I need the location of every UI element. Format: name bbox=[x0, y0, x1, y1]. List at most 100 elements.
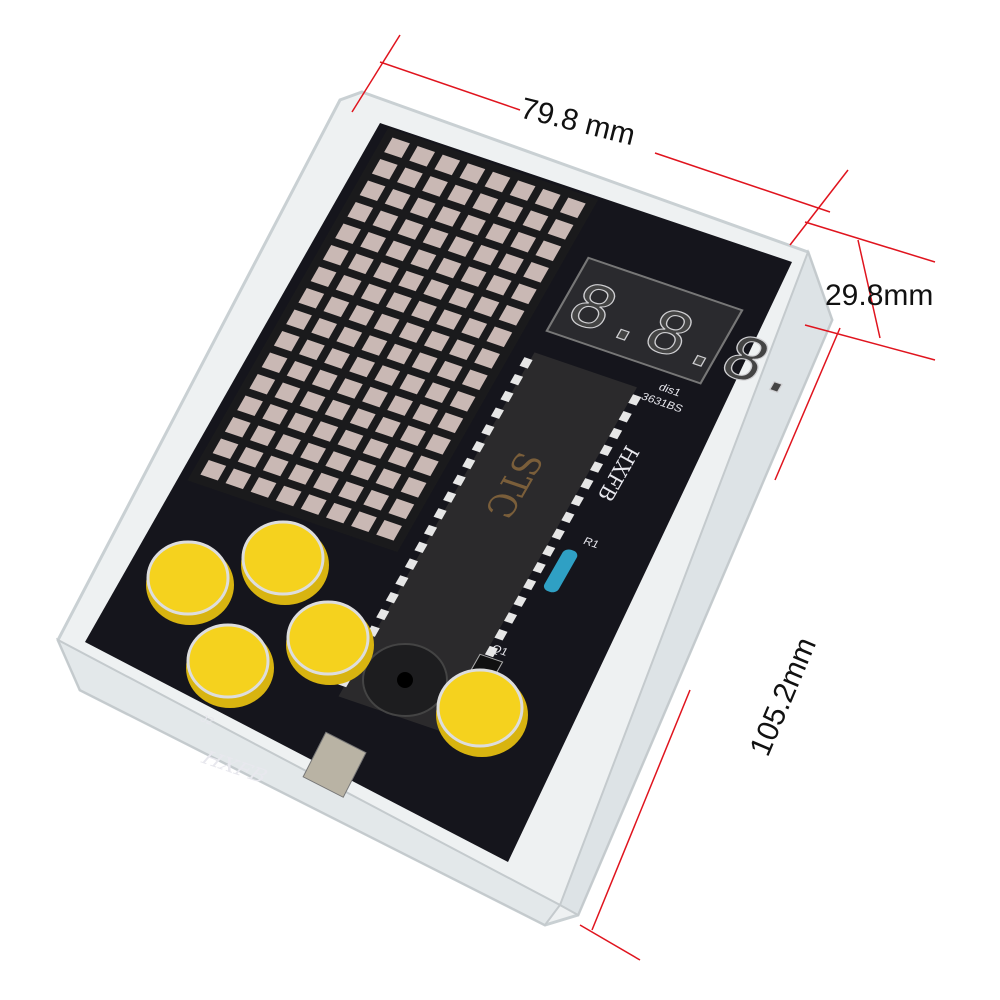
led-dot bbox=[373, 262, 399, 283]
led-dot bbox=[311, 369, 338, 391]
led-dot bbox=[286, 309, 312, 331]
button-down[interactable] bbox=[186, 623, 274, 708]
seven-segment-display bbox=[545, 256, 744, 385]
led-dot bbox=[313, 472, 339, 494]
led-dot bbox=[423, 330, 450, 352]
led-dot bbox=[398, 270, 424, 292]
led-dot bbox=[360, 283, 387, 305]
chip-pin bbox=[490, 407, 504, 419]
led-dot bbox=[250, 477, 277, 498]
chip-pin bbox=[452, 474, 466, 486]
led-dot bbox=[534, 188, 561, 210]
chip-pin bbox=[503, 612, 518, 624]
led-dot bbox=[434, 206, 461, 227]
chip-pin bbox=[589, 461, 604, 473]
led-dot bbox=[397, 219, 424, 240]
transistor-ref-label: Q1 bbox=[489, 643, 510, 658]
button-action[interactable] bbox=[436, 668, 528, 757]
led-dot bbox=[362, 438, 389, 459]
dimension-lines bbox=[351, 34, 936, 961]
led-dot bbox=[336, 378, 363, 399]
led-dot bbox=[510, 231, 537, 253]
button-right[interactable] bbox=[286, 600, 374, 685]
led-dot bbox=[434, 154, 461, 176]
chip-pin bbox=[385, 591, 399, 604]
led-dot bbox=[485, 223, 511, 244]
led-dot bbox=[298, 287, 325, 309]
chip-pin bbox=[500, 390, 514, 403]
led-dot bbox=[422, 176, 448, 197]
chip-pin bbox=[519, 357, 533, 369]
led-dot bbox=[261, 352, 288, 374]
chip-pin bbox=[570, 494, 584, 507]
microcontroller-chip bbox=[338, 352, 637, 732]
led-dot bbox=[348, 305, 375, 326]
chip-pin bbox=[414, 541, 428, 554]
led-dot bbox=[461, 369, 488, 391]
led-dot bbox=[225, 468, 252, 490]
chip-pin bbox=[542, 545, 556, 557]
led-dot bbox=[388, 498, 415, 520]
led-dot bbox=[485, 274, 512, 296]
led-dot bbox=[472, 244, 499, 266]
led-dot bbox=[397, 167, 423, 189]
led-dot bbox=[399, 373, 426, 395]
board-components: 8.8.8. STC dis1 3631BS HXFB R1 Q1 8550 J… bbox=[187, 127, 821, 788]
led-dot bbox=[363, 489, 390, 511]
chip-pin bbox=[471, 441, 485, 453]
led-dot bbox=[398, 322, 425, 343]
led-dot bbox=[449, 339, 475, 361]
width-dimension: 79.8 mm bbox=[517, 92, 638, 152]
chip-pin bbox=[561, 511, 575, 524]
led-dot bbox=[376, 520, 402, 541]
chip-pin bbox=[599, 444, 613, 456]
led-dot bbox=[373, 313, 400, 335]
led-dot bbox=[212, 438, 239, 460]
led-dot bbox=[348, 253, 374, 275]
led-dot bbox=[300, 442, 326, 464]
led-dot bbox=[424, 382, 451, 404]
led-dot bbox=[385, 240, 412, 262]
led-dot bbox=[447, 236, 474, 257]
led-dot bbox=[200, 459, 227, 481]
chip-pin bbox=[423, 524, 438, 537]
led-matrix bbox=[187, 127, 599, 553]
led-dot bbox=[350, 459, 377, 481]
led-dot bbox=[336, 326, 363, 348]
led-dot bbox=[425, 434, 451, 455]
led-dot bbox=[335, 223, 361, 245]
led-dot bbox=[449, 391, 476, 412]
led-dot bbox=[275, 434, 301, 455]
resistor bbox=[543, 549, 578, 593]
button-up[interactable] bbox=[241, 520, 329, 605]
led-dot bbox=[371, 158, 398, 180]
led-dot bbox=[436, 309, 462, 330]
led-dot bbox=[387, 395, 413, 416]
chip-pin bbox=[580, 478, 594, 490]
led-dot bbox=[359, 180, 386, 202]
led-dot bbox=[224, 416, 251, 438]
led-dot bbox=[437, 412, 464, 434]
led-dot bbox=[237, 395, 263, 417]
chip-pin bbox=[513, 595, 527, 607]
led-dot bbox=[386, 343, 413, 365]
led-dot bbox=[372, 210, 399, 232]
led-dot bbox=[412, 455, 439, 477]
chip-pin bbox=[433, 508, 447, 520]
led-dot bbox=[448, 287, 475, 309]
led-dot bbox=[460, 214, 486, 236]
led-dot bbox=[387, 446, 414, 468]
led-dot bbox=[486, 326, 513, 348]
height-dimension: 105.2mm bbox=[744, 633, 823, 761]
led-dot bbox=[385, 292, 412, 313]
led-dot bbox=[498, 305, 525, 326]
led-dot bbox=[362, 386, 388, 408]
button-left[interactable] bbox=[146, 540, 234, 625]
led-dot bbox=[287, 412, 314, 434]
chip-pin bbox=[523, 578, 537, 591]
chip-pin bbox=[484, 645, 498, 658]
led-dot bbox=[473, 296, 500, 318]
led-dot bbox=[338, 481, 364, 502]
led-dot bbox=[497, 201, 524, 223]
led-dot bbox=[375, 468, 402, 490]
